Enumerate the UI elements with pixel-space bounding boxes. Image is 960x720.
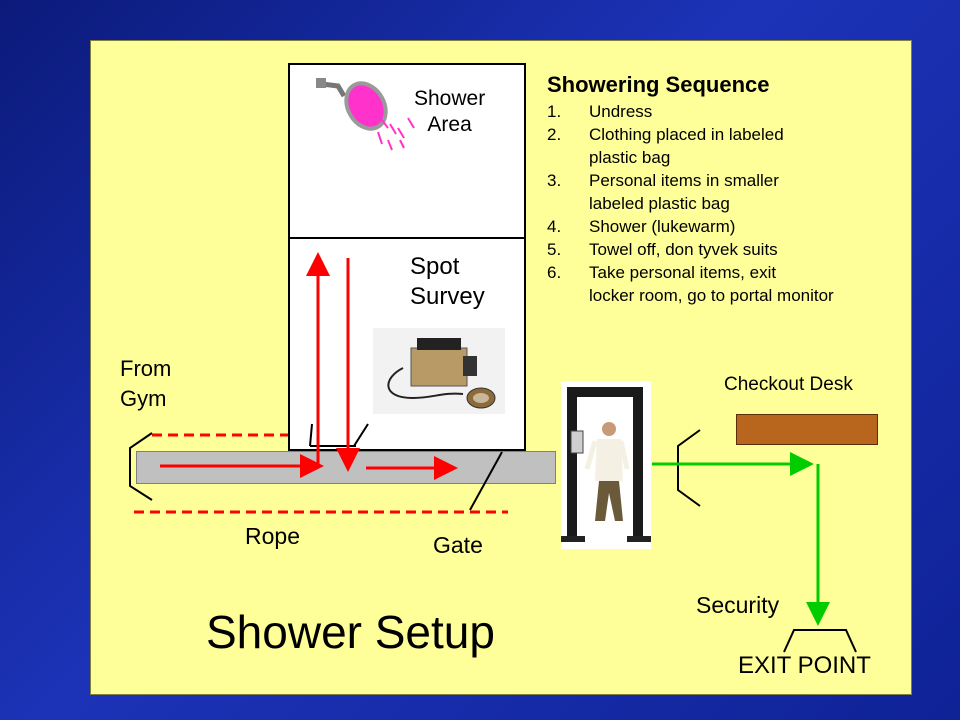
sequence-step-line: 6. Take personal items, exit	[547, 261, 897, 284]
from-gym-label-line1: From	[120, 356, 172, 381]
sequence-step-line: 4. Shower (lukewarm)	[547, 215, 897, 238]
sequence-step-line: locker room, go to portal monitor	[547, 284, 897, 307]
checkout-bracket	[677, 429, 701, 507]
checkout-desk	[736, 414, 878, 445]
entry-bracket	[129, 432, 153, 501]
sequence-step-text: Undress	[589, 102, 653, 121]
shower-area-box	[288, 63, 526, 239]
portal-monitor-photo	[561, 381, 651, 549]
sequence-step-text: Take personal items, exit	[589, 263, 777, 282]
sequence-steps: 1. Undress 2. Clothing placed in labeled pla…	[547, 100, 897, 307]
gate-label: Gate	[433, 532, 483, 558]
survey-meter-photo	[373, 328, 505, 414]
from-gym-label-line2: Gym	[120, 386, 167, 411]
page-title: Shower Setup	[206, 606, 495, 658]
spot-survey-label-line2: Survey	[410, 283, 485, 310]
sequence-step-line: 1. Undress	[547, 100, 897, 123]
sequence-step-line: plastic bag	[547, 146, 897, 169]
sequence-step-text: plastic bag	[589, 148, 671, 167]
sequence-step-text: locker room, go to portal monitor	[589, 286, 834, 305]
sequence-step-number: 1.	[547, 102, 562, 121]
shower-area-label: Shower Area	[414, 86, 485, 138]
sequence-step-line: 5. Towel off, don tyvek suits	[547, 238, 897, 261]
checkout-desk-label: Checkout Desk	[724, 374, 853, 395]
spot-survey-label-line1: Spot	[410, 253, 460, 280]
showering-sequence: Showering Sequence 1. Undress 2. Clothing p…	[547, 72, 897, 307]
sequence-step-text: Towel off, don tyvek suits	[589, 240, 778, 259]
sequence-step-text: Clothing placed in labeled	[589, 125, 784, 144]
exit-point-label: EXIT POINT	[738, 652, 871, 679]
door-mark-left	[309, 423, 313, 447]
sequence-step-number: 6.	[547, 263, 562, 282]
from-gym-label: From Gym	[120, 354, 171, 414]
door-mark-right	[353, 423, 369, 447]
gate-line	[469, 451, 503, 511]
shower-head-icon	[316, 78, 415, 151]
shower-area-label-line2: Area	[427, 113, 472, 136]
exit-bracket	[783, 629, 857, 653]
sequence-step-line: 3. Personal items in smaller	[547, 169, 897, 192]
sequence-step-number: 2.	[547, 125, 562, 144]
sequence-step-text: Shower (lukewarm)	[589, 217, 736, 236]
security-label: Security	[696, 592, 780, 618]
sequence-step-number: 5.	[547, 240, 562, 259]
sequence-step-number: 3.	[547, 171, 562, 190]
sequence-step-text: Personal items in smaller	[589, 171, 779, 190]
sequence-title: Showering Sequence	[547, 72, 770, 97]
spot-survey-label: Spot Survey	[410, 252, 485, 312]
sequence-step-number: 4.	[547, 217, 562, 236]
shower-area-label-line1: Shower	[414, 87, 486, 110]
rope-label: Rope	[245, 523, 300, 549]
sequence-step-line: labeled plastic bag	[547, 192, 897, 215]
sequence-step-text: labeled plastic bag	[589, 194, 730, 213]
sequence-step-line: 2. Clothing placed in labeled	[547, 123, 897, 146]
